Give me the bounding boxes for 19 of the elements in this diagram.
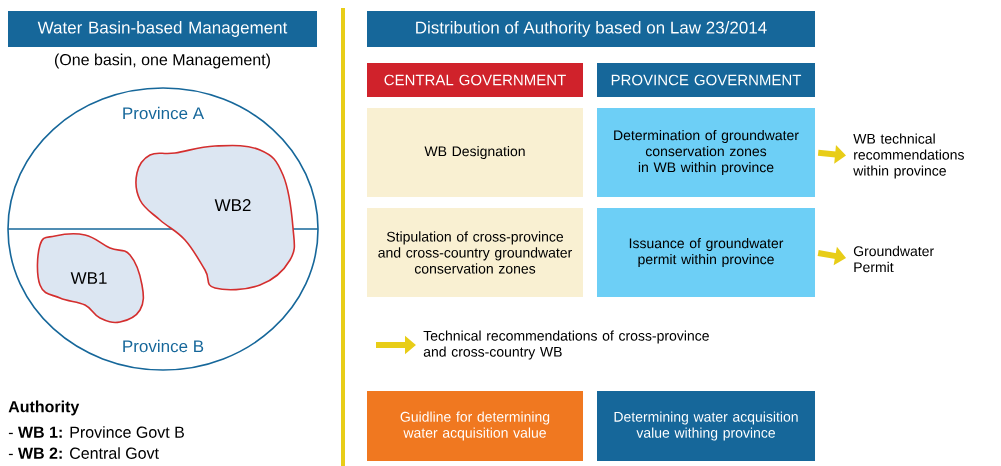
- authority-box: Stipulation of cross-province and cross-country groundwater conservation zones: [367, 208, 583, 297]
- water-basin: WB1: [36, 233, 145, 324]
- result-text: Technical recommendations of cross-province and cross-country WB: [423, 330, 709, 360]
- result-text: WB technical recommendations within province: [853, 133, 964, 179]
- list-item: - WB 1: Province Govt B: [8, 426, 184, 438]
- authority-box: Determining water acquisition value withing province: [597, 391, 815, 461]
- result-text: Groundwater Permit: [853, 245, 934, 273]
- column-header: CENTRAL GOVERNMENT: [367, 63, 583, 97]
- subtitle: (One basin, one Management): [55, 53, 270, 69]
- title-box: Water Basin-based Management: [8, 11, 317, 47]
- heading: Authority: [8, 400, 80, 416]
- authority-box: WB Designation: [367, 108, 583, 197]
- title-box: Distribution of Authority based on Law 23/2014: [367, 11, 815, 47]
- list-item: - WB 2: Central Govt: [8, 447, 159, 459]
- authority-box: Determination of groundwater conservation zones in WB within province: [597, 108, 815, 197]
- authority-box: Issuance of groundwater permit within province: [597, 208, 815, 297]
- column-header: PROVINCE GOVERNMENT: [597, 63, 815, 97]
- authority-box: Guidline for determining water acquisition value: [367, 391, 583, 461]
- water-basin: WB2: [135, 144, 296, 291]
